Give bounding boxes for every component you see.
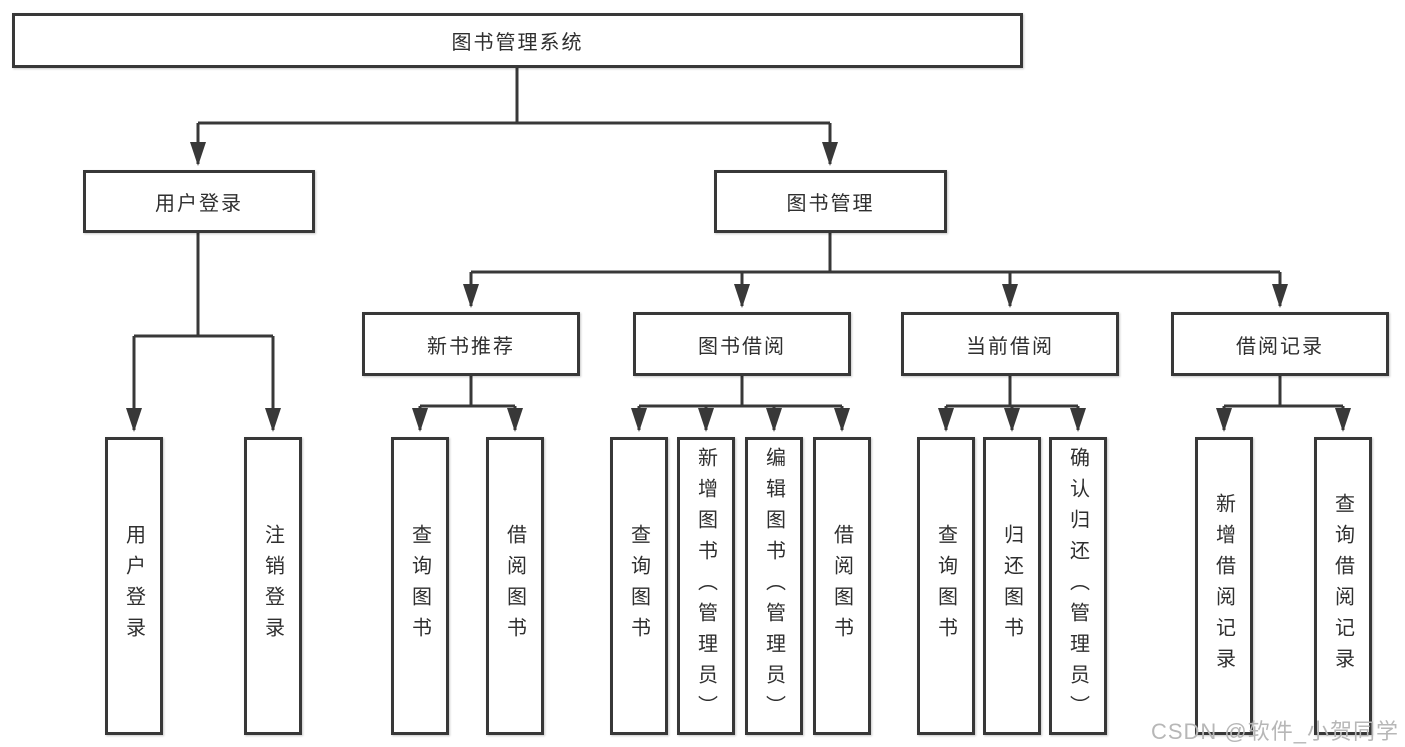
node-new-book-recommend: 新书推荐 [362,312,580,376]
leaf-newbook-query-books: 查询图书 [391,437,449,735]
connector-borrow-record-to-leaves [1216,376,1351,432]
leaf-current-return-books: 归还图书 [983,437,1041,735]
leaf-borrowing-borrow-books: 借阅图书 [813,437,871,735]
leaf-logout: 注销登录 [244,437,302,735]
leaf-current-confirm-return-admin: 确认归还（管理员） [1049,437,1107,735]
leaf-borrowing-add-books-admin: 新增图书（管理员） [677,437,735,735]
node-book-management: 图书管理 [714,170,947,233]
connector-book-borrow-to-leaves [631,376,850,432]
connector-book-mgmt-to-level3 [463,233,1288,308]
leaf-borrowing-query-books: 查询图书 [610,437,668,735]
leaf-borrowing-edit-books-admin: 编辑图书（管理员） [745,437,803,735]
leaf-user-login: 用户登录 [105,437,163,735]
csdn-watermark: CSDN @软件_小贺同学 [1150,719,1399,744]
node-borrowing-records: 借阅记录 [1171,312,1389,376]
connector-root-to-level2 [190,68,838,166]
node-library-management-system: 图书管理系统 [12,13,1023,68]
leaf-records-add-borrow-record: 新增借阅记录 [1195,437,1253,735]
node-book-borrowing: 图书借阅 [633,312,851,376]
node-current-borrowing: 当前借阅 [901,312,1119,376]
leaf-current-query-books: 查询图书 [917,437,975,735]
connector-current-borrow-to-leaves [938,376,1086,432]
leaf-newbook-borrow-books: 借阅图书 [486,437,544,735]
node-user-login: 用户登录 [83,170,315,233]
connector-new-book-to-leaves [412,376,523,432]
connector-user-login-to-leaves [126,233,281,432]
leaf-records-query-borrow-record: 查询借阅记录 [1314,437,1372,735]
